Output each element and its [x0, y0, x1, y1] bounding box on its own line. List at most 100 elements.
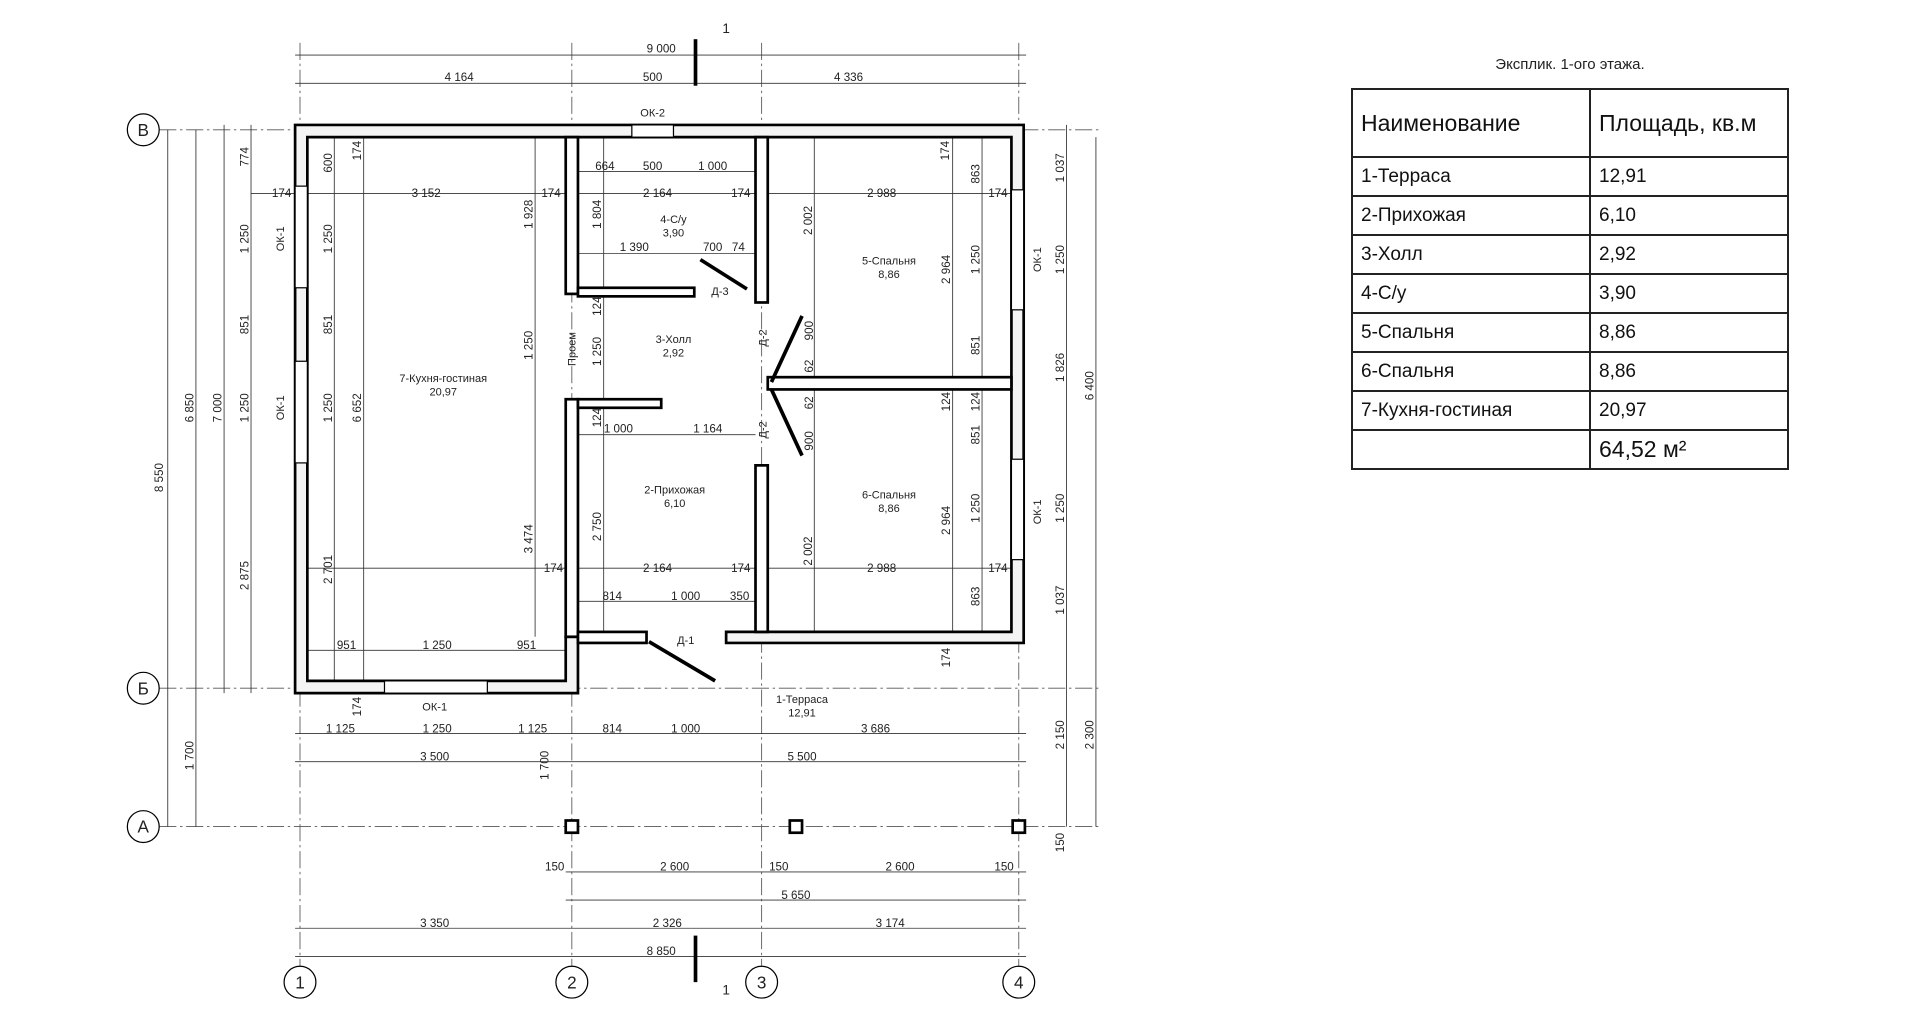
dimension-text: 2 164: [643, 562, 673, 575]
dimension-text: 863: [970, 164, 983, 183]
dimension-text: 3 686: [861, 722, 890, 735]
dimension-text: 4 336: [834, 71, 863, 84]
dimension-text: 951: [337, 639, 356, 652]
dimension-text: 2 701: [322, 555, 335, 584]
dimension-text: 174: [351, 696, 364, 716]
dimension-text: 3 474: [523, 524, 536, 554]
axis-col-bubble: [283, 965, 317, 999]
room-area: 12,91: [788, 707, 816, 719]
cell-name: 3-Холл: [1351, 234, 1591, 275]
dimension-text: 1 804: [591, 199, 604, 229]
cell-area: 8,86: [1589, 351, 1789, 392]
dimension-text: 5 650: [781, 889, 811, 902]
total-row: 64,52 м²: [1351, 429, 1789, 470]
cell-name: 5-Спальня: [1351, 312, 1591, 353]
dimension-text: 2 988: [867, 562, 896, 575]
cell-area: 8,86: [1589, 312, 1789, 353]
element-label: Проем: [567, 332, 579, 366]
dimension-text: 1 125: [326, 722, 355, 735]
cell-area: 12,91: [1589, 156, 1789, 197]
dimension-text: 1 000: [671, 722, 701, 735]
room-name: 4-С/у: [660, 214, 687, 226]
dimension-text: 664: [595, 160, 615, 173]
dimension-text: 1 250: [523, 330, 536, 360]
dimension-text: 174: [988, 187, 1008, 200]
dimension-text: 74: [732, 241, 745, 254]
dimension-text: 3 174: [876, 917, 906, 930]
dimension-text: 150: [545, 861, 565, 874]
dimension-text: 2 988: [867, 187, 896, 200]
room-area: 2,92: [663, 347, 684, 359]
dimension-text: 2 326: [653, 917, 682, 930]
room-area: 20,97: [429, 387, 457, 399]
walls: [293, 123, 1027, 835]
dimension-text: 1 250: [423, 722, 453, 735]
dimension-text: 5 500: [787, 750, 817, 763]
dimension-text: 814: [603, 722, 623, 735]
cell-name: 4-С/у: [1351, 273, 1591, 314]
dimension-text: 124: [591, 296, 604, 316]
dimension-text: 1 250: [1054, 493, 1067, 523]
axis-col-label: 4: [1014, 972, 1024, 992]
dimension-text: 1 250: [423, 639, 453, 652]
wall-entrance: [576, 630, 648, 645]
dimension-text: 1 250: [970, 493, 983, 523]
dimension-text: 851: [239, 315, 252, 334]
dimension-text: 9 000: [647, 43, 677, 56]
dimension-text: 2 875: [239, 561, 252, 590]
wall-bathroom-bottom: [576, 286, 696, 298]
wall-kitchen-hall-top: [564, 135, 580, 296]
element-label: ОК-1: [275, 226, 287, 251]
dimension-text: 1 250: [322, 224, 335, 254]
axis-col-bubble: [1002, 965, 1036, 999]
column: [1011, 819, 1027, 835]
dimension-text: 174: [731, 187, 751, 200]
total-area: 64,52 м²: [1589, 429, 1789, 470]
dimension-text: 1 164: [693, 422, 723, 435]
dimension-text: 851: [970, 425, 983, 444]
axis-col-label: 1: [295, 972, 305, 992]
dimension-text: 3 350: [420, 917, 450, 930]
dimension-text: 1 250: [239, 393, 252, 423]
axis-row-bubble: [126, 810, 160, 844]
axis-row-bubble: [126, 671, 160, 705]
dimension-text: 1 250: [1054, 245, 1067, 275]
dimension-lines: [167, 54, 1097, 957]
room-area: 8,86: [878, 503, 899, 515]
cell-name: 7-Кухня-гостиная: [1351, 390, 1591, 431]
dimension-text: 1 390: [620, 241, 650, 254]
dimension-text: 174: [988, 562, 1008, 575]
wall-bedrooms-partition: [766, 375, 1013, 391]
dimension-text: 6 652: [351, 393, 364, 422]
dimension-text: 174: [272, 187, 292, 200]
dimension-text: 150: [1054, 832, 1067, 852]
explication-title: Эксплик. 1-ого этажа.: [1495, 56, 1645, 73]
dimension-text: 600: [322, 153, 335, 173]
dimension-text: 851: [322, 315, 335, 334]
dimension-text: 1 250: [239, 224, 252, 254]
dimension-text: 1 250: [970, 245, 983, 275]
dimension-text: 1 250: [322, 393, 335, 423]
dimension-text: 174: [940, 647, 953, 667]
dimension-text: 4 164: [445, 71, 475, 84]
dimension-text: 8 850: [647, 945, 677, 958]
axis-col-label: 3: [757, 972, 767, 992]
dimension-text: 2 600: [885, 861, 915, 874]
axis-col-bubble: [555, 965, 589, 999]
element-label: Д-1: [677, 635, 694, 647]
dimension-text: 851: [970, 336, 983, 355]
element-label: ОК-1: [422, 701, 447, 713]
dimension-text: 1 000: [604, 422, 634, 435]
dimension-text: 2 300: [1083, 720, 1096, 750]
column: [564, 819, 580, 835]
cell-area: 6,10: [1589, 195, 1789, 236]
dimension-text: 124: [591, 407, 604, 427]
cell-area: 3,90: [1589, 273, 1789, 314]
room-name: 1-Терраса: [776, 694, 829, 706]
dimension-text: 1 700: [539, 750, 552, 780]
element-label: Д-2: [758, 421, 770, 438]
